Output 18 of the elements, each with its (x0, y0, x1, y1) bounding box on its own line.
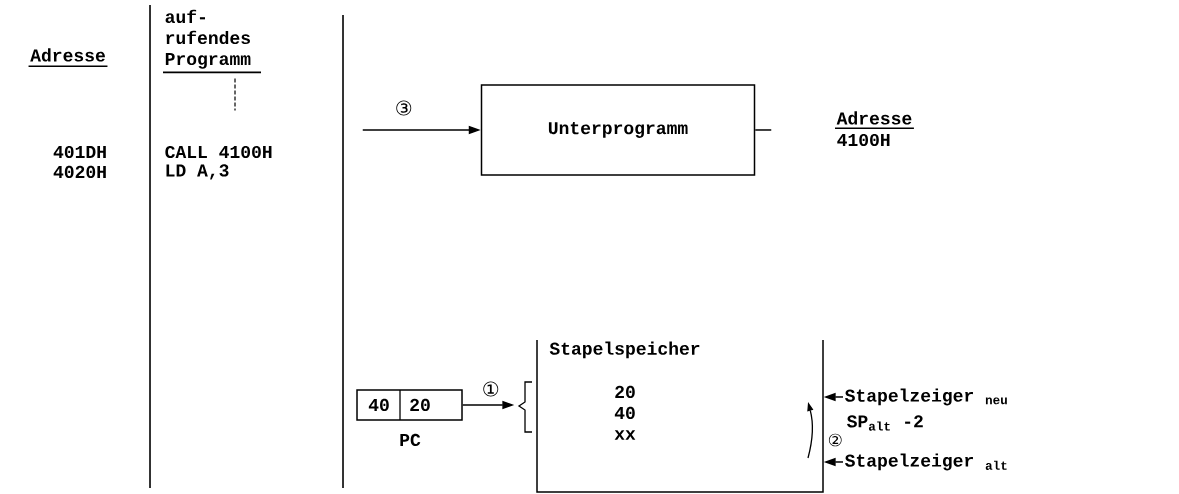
process-box: Unterprogramm (480, 84, 756, 176)
pointer-label: Stapelzeiger $_{neu}$ (845, 388, 1007, 406)
step-number: ② (828, 433, 842, 447)
address-text: 4100H (837, 133, 890, 147)
column-heading: Adresse (30, 48, 105, 62)
instruction-text: CALL 4100H (165, 145, 272, 159)
column-heading: auf- rufendes Programm (165, 9, 251, 69)
register-label: PC (400, 433, 421, 447)
note-text: SP$_{alt}$ -2 (847, 415, 923, 431)
instruction-text: LD A,3 (166, 164, 229, 180)
address-text: 4020H (53, 165, 106, 179)
stack-box: Stapelspeicher 20 40 xx (536, 339, 824, 493)
step-number: ① (483, 381, 499, 397)
step-number: ③ (396, 100, 412, 116)
register-box: 40 20 (356, 389, 463, 421)
address-heading: Adresse (836, 111, 912, 125)
pointer-label: Stapelzeiger $_{alt}$ (845, 453, 1007, 471)
address-text: 401DH (53, 145, 106, 159)
